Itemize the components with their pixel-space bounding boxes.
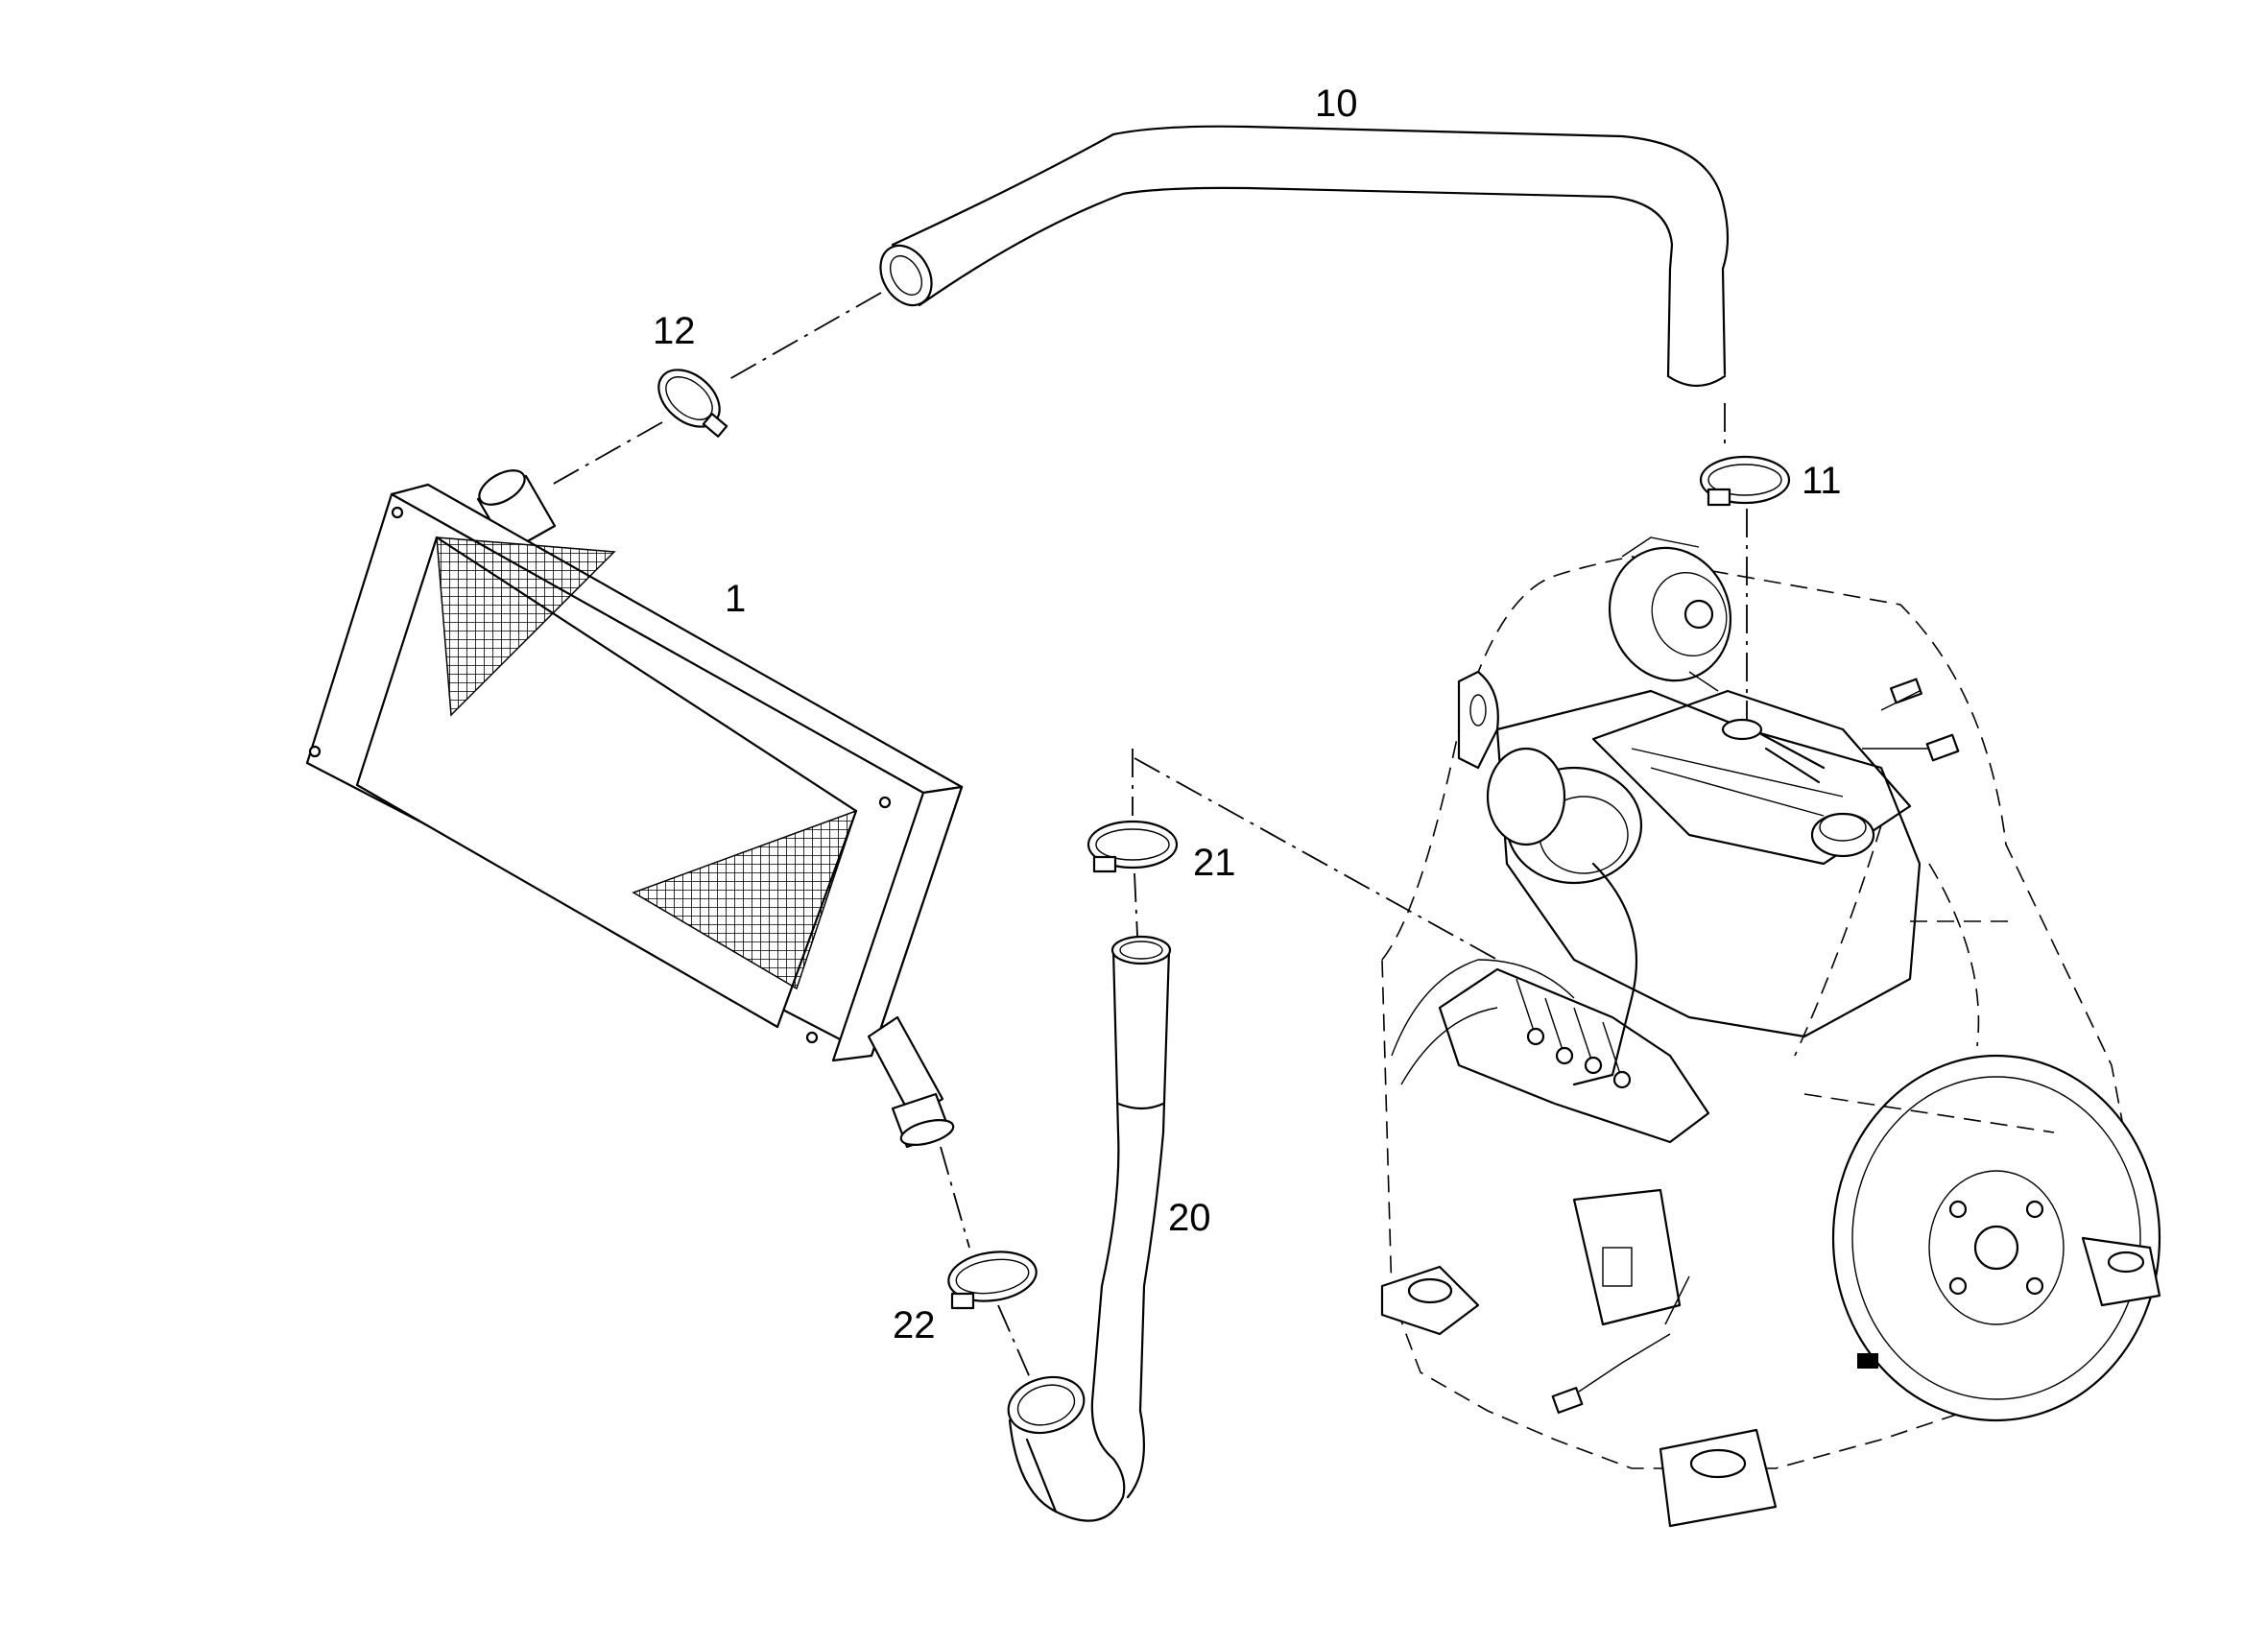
callout-1: 1 xyxy=(725,578,746,620)
assembly-lines xyxy=(551,292,1748,1383)
callout-labels: 1 10 11 12 20 21 22 xyxy=(653,83,1842,1346)
callout-12: 12 xyxy=(653,310,696,352)
radiator-part-1 xyxy=(305,469,964,1149)
engine-assembly xyxy=(1380,536,2161,1528)
hose-clamp-part-11 xyxy=(1699,455,1791,507)
hose-clamp-part-22 xyxy=(947,1251,1038,1310)
callout-11: 11 xyxy=(1802,460,1842,502)
callout-10: 10 xyxy=(1315,83,1358,125)
upper-hose-part-10 xyxy=(879,125,1730,387)
callout-22: 22 xyxy=(893,1304,936,1346)
hose-clamp-part-21 xyxy=(1086,820,1179,873)
callout-20: 20 xyxy=(1168,1197,1211,1239)
callout-21: 21 xyxy=(1193,842,1236,884)
lower-hose-part-20 xyxy=(1007,935,1172,1522)
hose-clamp-part-12 xyxy=(657,369,728,438)
